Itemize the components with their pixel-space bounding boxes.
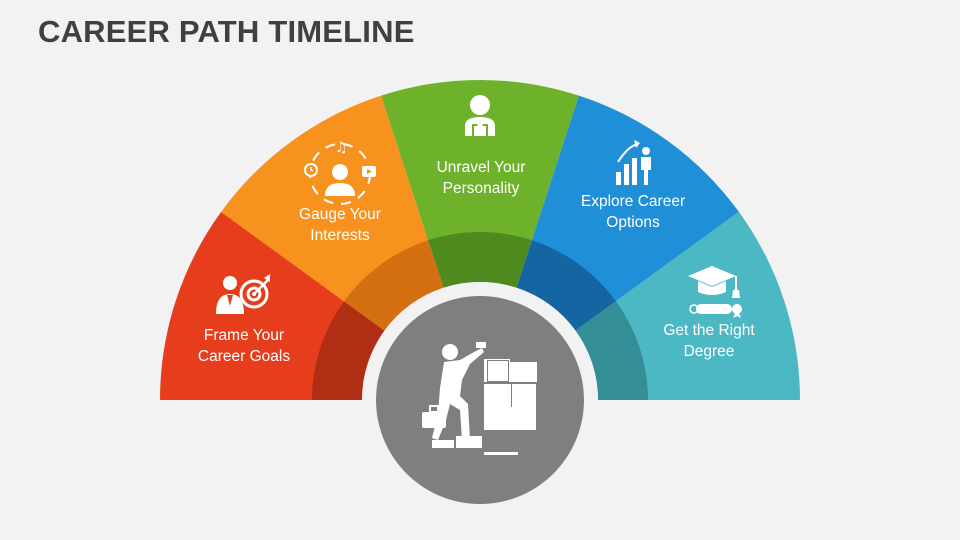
segment-unravel-personality bbox=[381, 79, 579, 242]
segment-explore-career-options bbox=[531, 95, 739, 302]
center-circle bbox=[376, 296, 584, 504]
inner-ring-segment-4 bbox=[516, 240, 616, 331]
label-degree: Degree bbox=[684, 343, 735, 360]
inner-ring-segment-5 bbox=[575, 301, 648, 400]
inner-ring-segment-1 bbox=[312, 301, 385, 400]
person-interests-icon: ♫ bbox=[304, 140, 376, 205]
label-personality: Personality bbox=[443, 180, 520, 197]
businessman-target-icon bbox=[216, 274, 270, 314]
career-growth-chart-icon bbox=[616, 140, 651, 185]
label-options: Options bbox=[606, 214, 660, 231]
label-gauge-your: Gauge Your bbox=[299, 206, 381, 223]
svg-text:♫: ♫ bbox=[335, 140, 348, 156]
page-title: CAREER PATH TIMELINE bbox=[38, 14, 415, 49]
person-puzzle-icon bbox=[465, 95, 495, 136]
label-unravel-your: Unravel Your bbox=[437, 159, 526, 176]
person-stacking-boxes-icon bbox=[422, 342, 537, 455]
inner-ring-segment-3 bbox=[428, 232, 532, 288]
label-get-the-right: Get the Right bbox=[663, 322, 755, 339]
inner-ring-segment-2 bbox=[344, 240, 444, 331]
label-frame-your: Frame Your bbox=[204, 327, 284, 344]
graduation-cap-diploma-icon bbox=[688, 266, 742, 318]
label-interests: Interests bbox=[310, 227, 370, 244]
label-career-goals: Career Goals bbox=[198, 348, 290, 365]
label-explore-career: Explore Career bbox=[581, 193, 685, 210]
